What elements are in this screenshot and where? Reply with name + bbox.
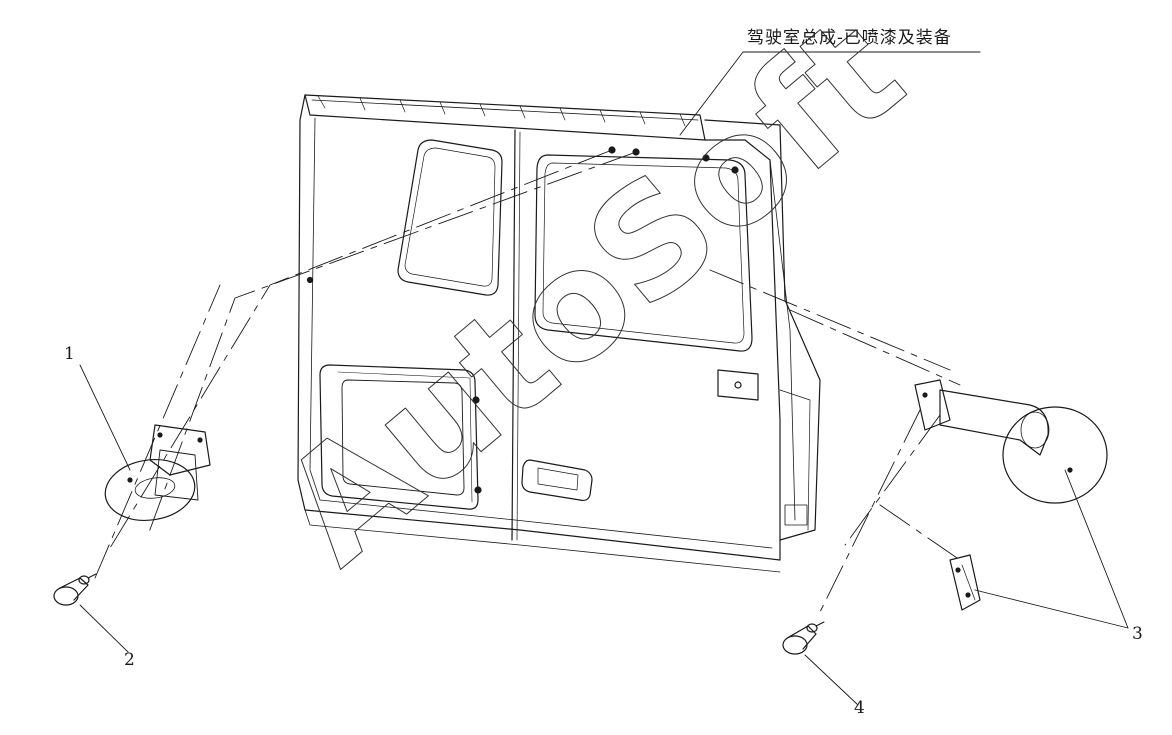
assembly-centerlines [94, 149, 961, 613]
callout-4: 4 [854, 698, 865, 718]
assembly-label: 驾驶室总成-已喷漆及装备 [747, 28, 952, 48]
right-mirror-part [914, 379, 1108, 611]
leader-lines [79, 51, 1129, 706]
callout-2: 2 [124, 650, 135, 670]
watermark: AutoSoft [251, 0, 935, 598]
callout-3: 3 [1132, 624, 1143, 644]
left-bolt-part [53, 573, 97, 606]
right-bolt-part [782, 621, 825, 655]
cab-assembly [297, 94, 821, 573]
svg-text:AutoSoft: AutoSoft [251, 0, 934, 598]
left-mirror-part [104, 424, 211, 521]
callout-1: 1 [64, 344, 75, 364]
